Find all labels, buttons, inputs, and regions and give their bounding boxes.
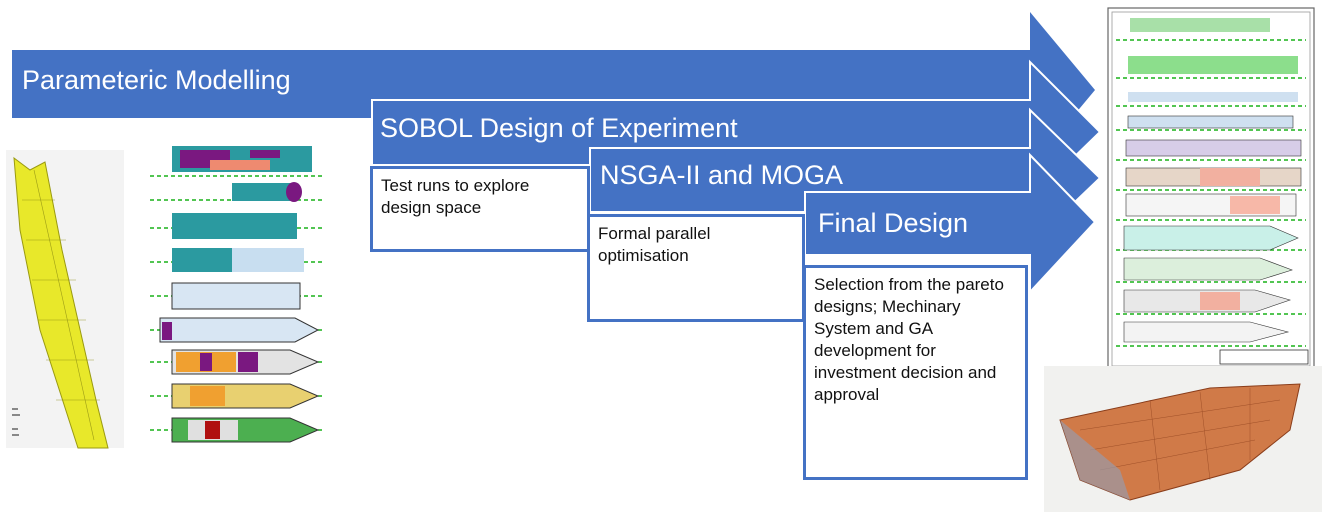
stage-title-nsga: NSGA-II and MOGA: [600, 160, 844, 190]
stage-title-parametric-modelling: Parameteric Modelling: [22, 65, 291, 95]
arrow-parametric-modelling: [12, 12, 1095, 168]
arrow-final-design: [804, 152, 1097, 295]
description-final-design: Selection from the pareto designs; Mechi…: [814, 275, 1004, 404]
structure-3d-image: [1044, 366, 1322, 512]
hull-3d-image: [6, 150, 124, 449]
deck-plan-images: [150, 146, 322, 443]
description-sobol: Test runs to explore design space: [381, 176, 530, 217]
stage-title-final-design: Final Design: [818, 208, 969, 238]
description-box-sobol: Test runs to explore design space: [370, 166, 590, 252]
description-box-final-design: Selection from the pareto designs; Mechi…: [803, 265, 1028, 480]
stage-title-sobol: SOBOL Design of Experiment: [380, 113, 738, 143]
description-nsga: Formal parallel optimisation: [598, 224, 711, 265]
general-arrangement-image: [1107, 7, 1315, 371]
description-box-nsga: Formal parallel optimisation: [587, 214, 805, 322]
